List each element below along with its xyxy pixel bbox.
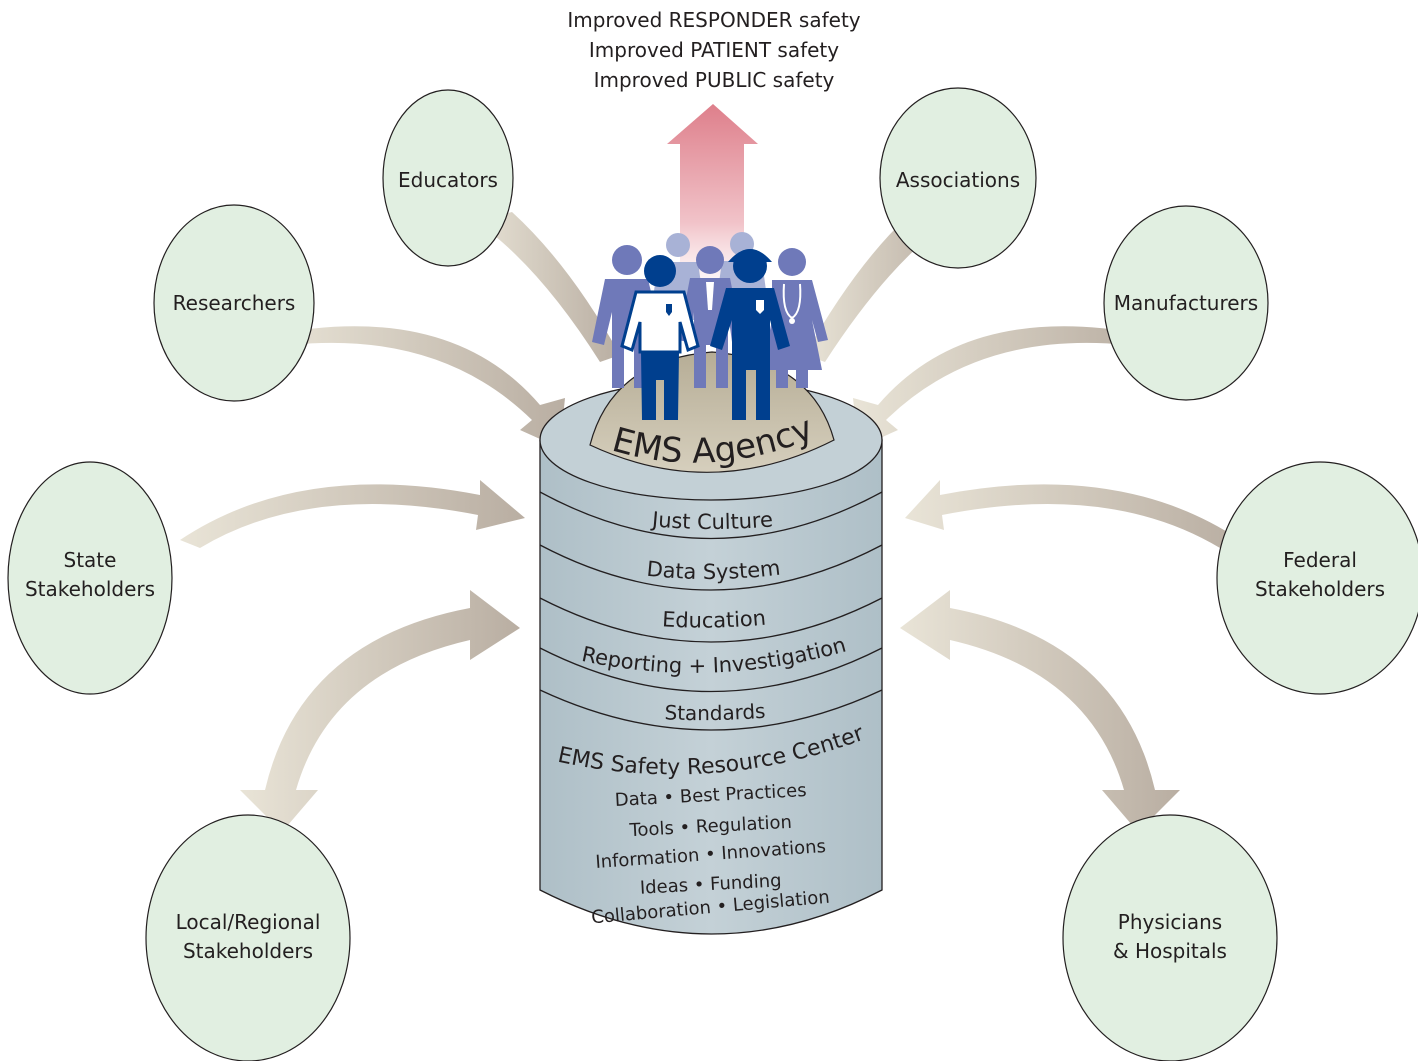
arrow-associations [805, 212, 956, 362]
arrow-local [240, 590, 520, 832]
circle-associations [879, 87, 1037, 269]
layer-education: Education [662, 606, 767, 633]
layer-just-culture: Just Culture [649, 507, 773, 534]
stakeholder-federal: Federal Stakeholders [1217, 540, 1418, 610]
arrow-manufacturers [853, 326, 1148, 448]
stakeholder-label: & Hospitals [1113, 939, 1227, 963]
arrow-physicians [900, 590, 1180, 832]
arrow-educators [468, 212, 620, 362]
circle-physicians [1062, 814, 1278, 1061]
arrow-state [180, 480, 525, 548]
stakeholder-label: Stakeholders [24, 577, 156, 601]
circle-educators [382, 89, 514, 267]
stakeholder-local: Local/Regional Stakeholders [146, 902, 350, 972]
stakeholder-educators: Educators [383, 150, 513, 210]
stakeholder-state: State Stakeholders [8, 540, 172, 610]
circle-local [145, 814, 351, 1061]
outcome-public-safety: Improved PUBLIC safety [593, 68, 835, 92]
stakeholder-label: State [63, 548, 117, 572]
stakeholder-label: Researchers [172, 290, 296, 315]
outcome-responder-safety: Improved RESPONDER safety [567, 8, 861, 32]
stakeholder-label: Stakeholders [182, 939, 314, 963]
stakeholder-circles [7, 87, 1418, 1061]
stakeholder-label: Stakeholders [1254, 577, 1386, 601]
layer-standards: Standards [664, 699, 766, 725]
circle-researchers [153, 204, 315, 402]
circle-manufacturers [1103, 205, 1269, 401]
stakeholder-manufacturers: Manufacturers [1104, 273, 1268, 333]
stakeholder-label: Associations [895, 167, 1021, 192]
stakeholder-label: Federal [1283, 548, 1357, 572]
stakeholder-label: Educators [398, 167, 498, 192]
person-icon [620, 255, 700, 420]
arrow-federal [905, 480, 1240, 548]
responder-figures [592, 232, 828, 420]
stakeholder-researchers: Researchers [154, 273, 314, 333]
stakeholder-label: Manufacturers [1113, 290, 1259, 315]
arrow-researchers [270, 326, 565, 448]
stakeholder-associations: Associations [880, 150, 1036, 210]
circle-federal [1216, 461, 1418, 695]
outcome-patient-safety: Improved PATIENT safety [588, 38, 840, 62]
circle-state [7, 461, 173, 695]
stakeholder-label: Physicians [1117, 910, 1223, 934]
stakeholder-label: Local/Regional [175, 910, 321, 934]
stakeholder-physicians: Physicians & Hospitals [1063, 902, 1277, 972]
layer-data-system: Data System [646, 556, 782, 584]
person-icon [710, 249, 790, 420]
